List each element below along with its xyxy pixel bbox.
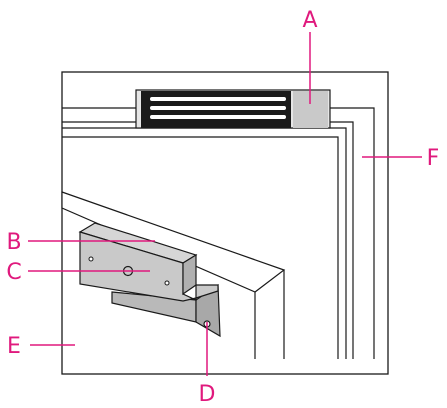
- electromagnet-stripe-2: [150, 106, 286, 110]
- electromagnet-stripe-1: [150, 97, 286, 101]
- label-a: A: [302, 8, 317, 33]
- label-b: B: [6, 230, 21, 255]
- electromagnet: [135, 89, 331, 129]
- label-c: C: [6, 260, 21, 285]
- door-leaf-edge: [62, 136, 339, 359]
- electromagnet-stripe-3: [150, 115, 286, 119]
- callout-labels: A B C D E F: [6, 8, 439, 407]
- armature-plate-screw-left: [88, 256, 94, 262]
- armature-plate-side: [182, 253, 197, 296]
- label-f: F: [427, 146, 440, 171]
- label-e: E: [7, 334, 21, 359]
- label-d: D: [199, 382, 216, 407]
- armature-plate-screw-right: [164, 280, 170, 286]
- callout-lines: [28, 32, 422, 376]
- armature-plate-assembly: [78, 222, 219, 302]
